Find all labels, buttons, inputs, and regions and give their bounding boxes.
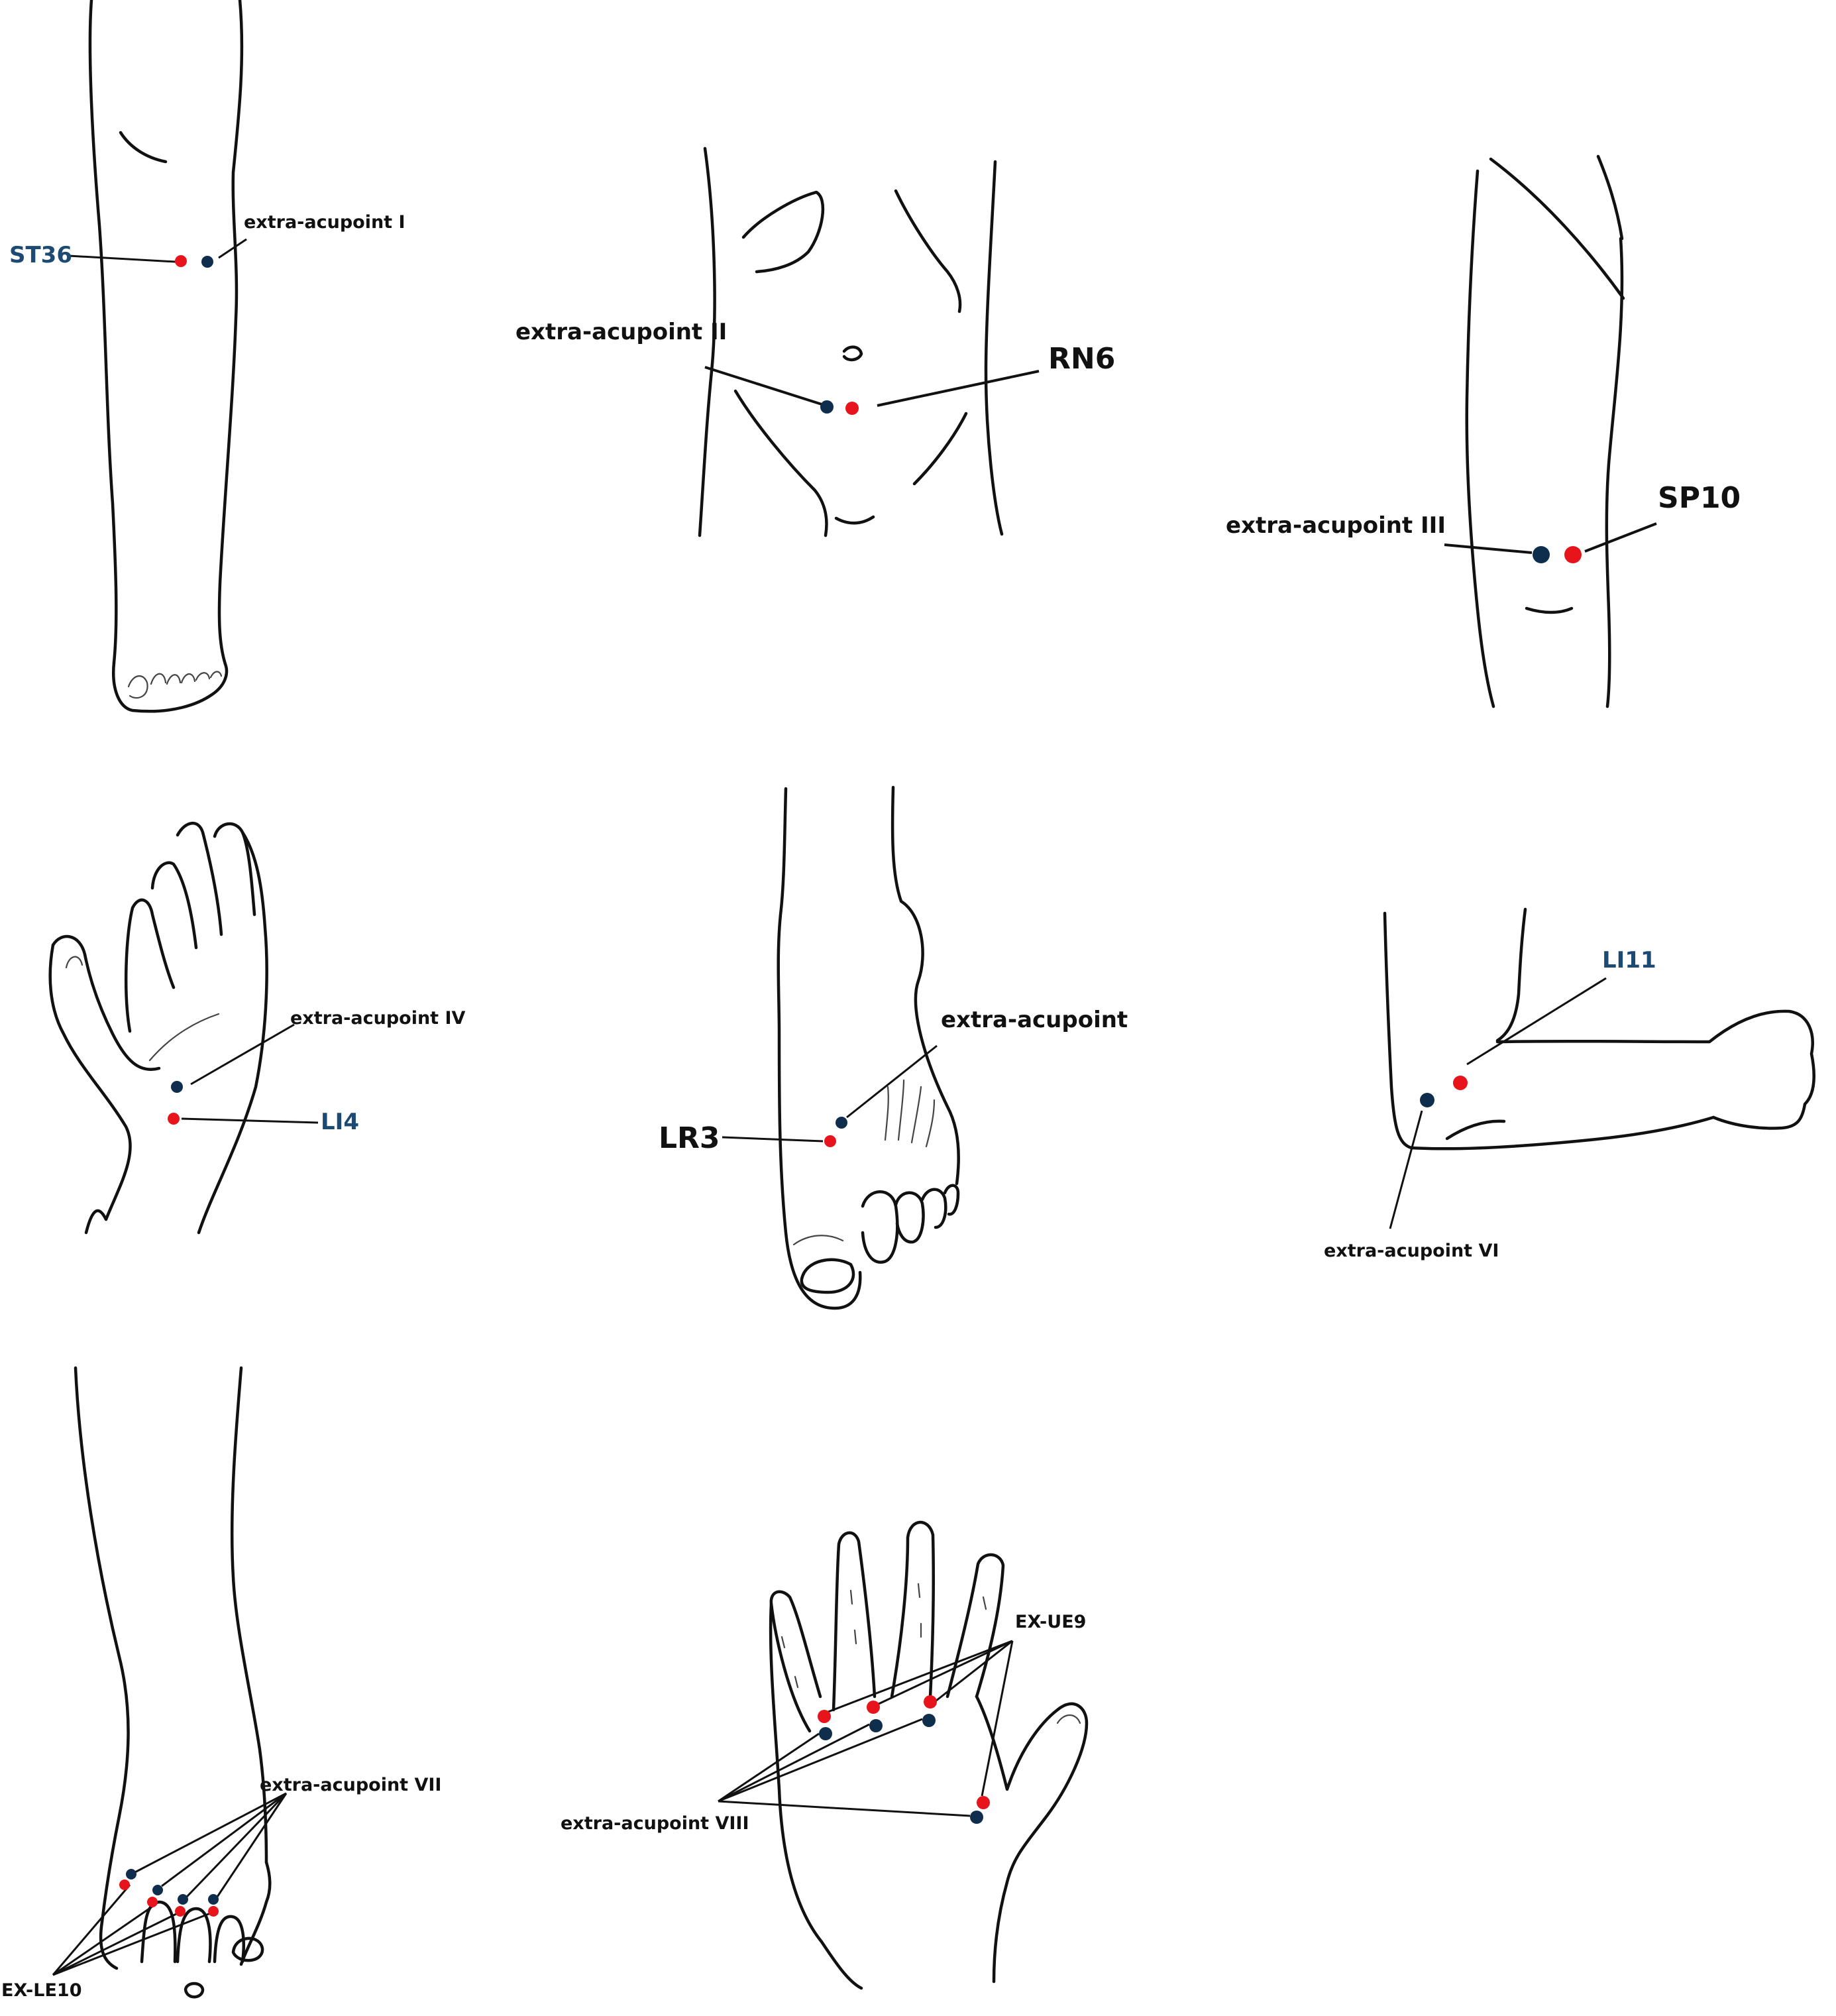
extra-acupoint-7-label: extra-acupoint VII [260,1775,441,1795]
panel-foot-lr3: extra-acupoint LR3 [659,785,1128,1310]
li11-label: LI11 [1602,947,1656,974]
ex-le10-point-1 [119,1879,130,1890]
extra-acupoint-5-label: extra-acupoint [941,1007,1128,1033]
ex-ue9-label: EX-UE9 [1015,1612,1086,1632]
st36-point [175,255,187,267]
extra-acupoint-8-point-3 [922,1714,936,1727]
extra-acupoint-4-label: extra-acupoint IV [290,1008,466,1029]
extra-acupoint-8-label: extra-acupoint VIII [561,1813,749,1834]
panel-elbow-li11: LI11 extra-acupoint VI [1324,907,1815,1261]
panel-abdomen-rn6: extra-acupoint II RN6 [515,146,1115,537]
extra-acupoint-2-point [820,400,834,414]
extra-acupoint-8-point-4 [970,1811,983,1824]
ex-ue9-point-3 [924,1695,937,1708]
li11-point [1453,1076,1468,1090]
rn6-point [845,402,859,415]
extra-acupoint-7-point-1 [126,1869,136,1879]
ex-le10-point-3 [175,1906,186,1917]
ex-le10-point-4 [208,1906,219,1917]
extra-acupoint-8-point-2 [869,1719,883,1732]
ex-ue9-point-2 [867,1701,880,1714]
ex-ue9-point-1 [818,1710,831,1723]
st36-label: ST36 [9,242,72,268]
li4-point [168,1113,180,1125]
extra-acupoint-8-point-1 [819,1727,832,1740]
extra-acupoint-3-label: extra-acupoint III [1226,512,1446,539]
panel-lower-leg-st36: ST36 extra-acupoint I [9,0,405,713]
li4-label: LI4 [321,1109,359,1135]
rn6-label: RN6 [1048,342,1115,376]
ex-ue9-point-4 [977,1796,990,1809]
extra-acupoint-6-label: extra-acupoint VI [1324,1241,1499,1261]
lr3-label: LR3 [659,1121,720,1155]
panel-hand-li4: extra-acupoint IV LI4 [48,821,466,1235]
panel-foot-ex-le10: extra-acupoint VII EX-LE10 [1,1366,441,2001]
extra-acupoint-3-point [1533,546,1550,563]
panel-hand-ex-ue9: EX-UE9 extra-acupoint VIII [561,1520,1089,1990]
extra-acupoint-5-point [836,1117,847,1129]
sp10-point [1564,546,1582,563]
extra-acupoint-2-label: extra-acupoint II [515,319,727,345]
panel-thigh-sp10: extra-acupoint III SP10 [1226,154,1741,708]
extra-acupoint-7-point-3 [178,1894,188,1905]
extra-acupoint-6-point [1420,1093,1434,1107]
extra-acupoint-1-label: extra-acupoint I [244,212,405,233]
sp10-label: SP10 [1658,481,1741,515]
ex-le10-point-2 [147,1897,158,1907]
extra-acupoint-1-point [201,256,213,268]
extra-acupoint-7-point-2 [152,1885,163,1895]
extra-acupoint-4-point [171,1081,183,1093]
lr3-point [824,1135,836,1147]
ex-le10-label: EX-LE10 [1,1980,82,2001]
extra-acupoint-7-point-4 [208,1894,219,1905]
